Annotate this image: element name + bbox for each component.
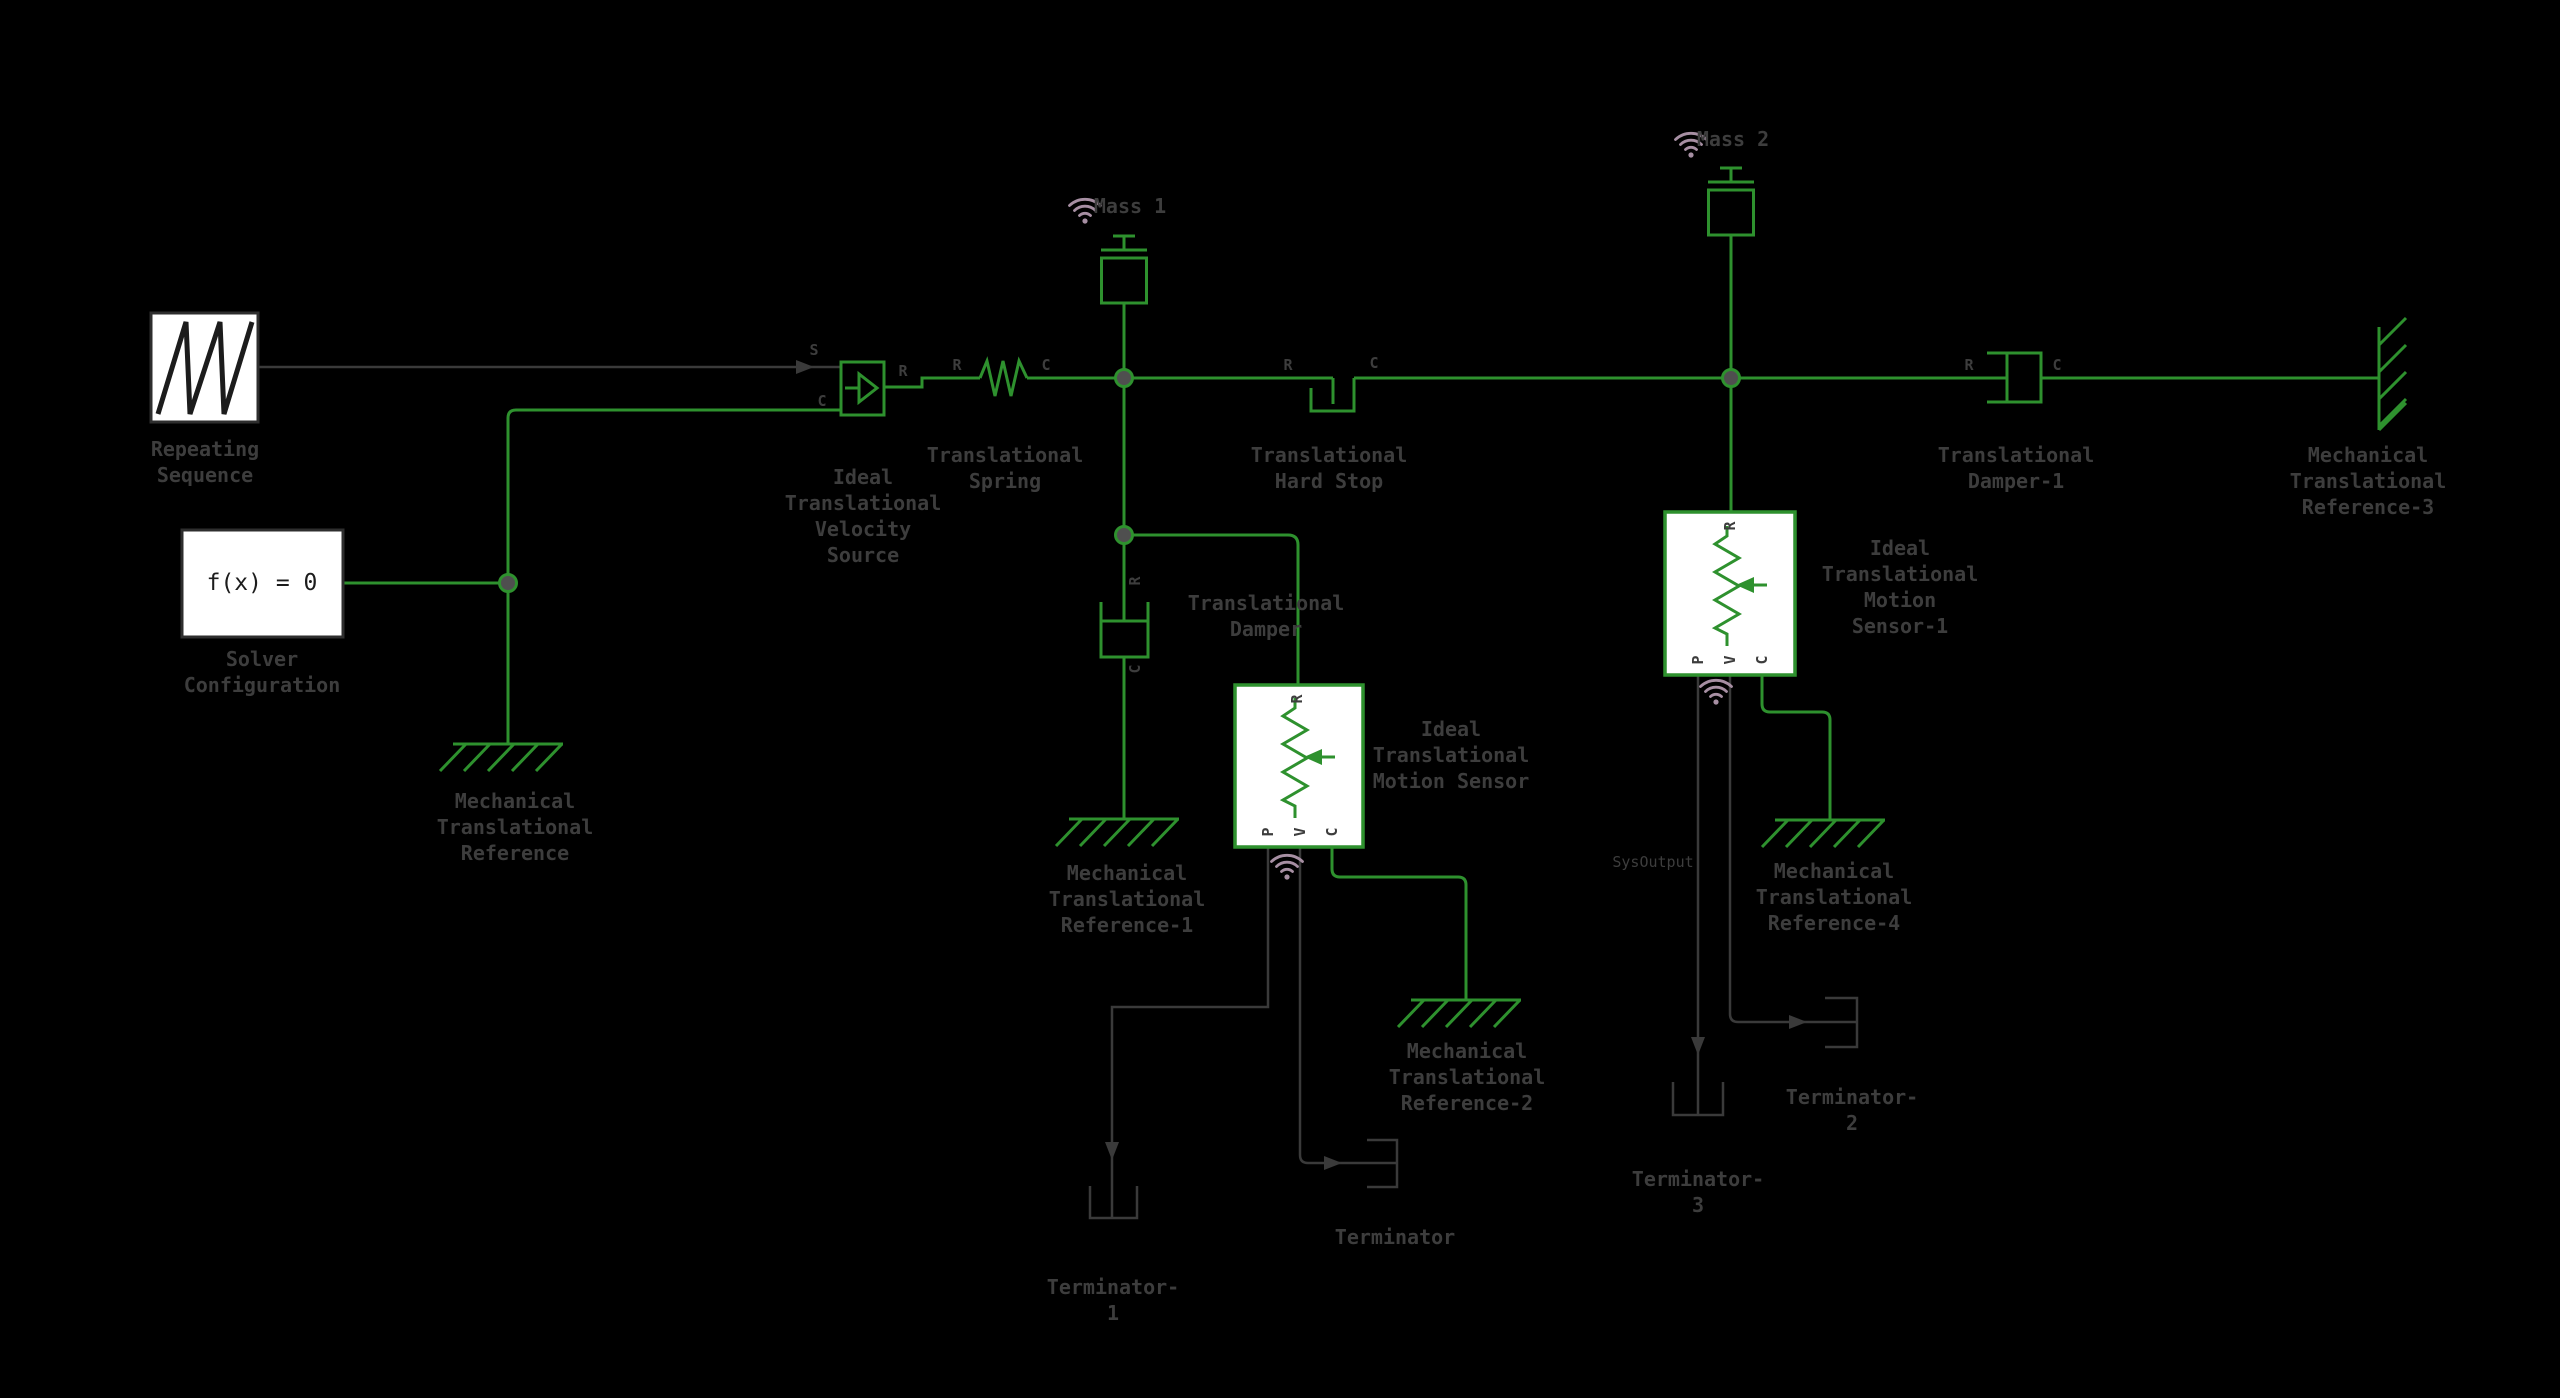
terminator-label[interactable]: Terminator xyxy=(1334,1225,1456,1249)
terminator3-block[interactable] xyxy=(1671,1082,1725,1117)
terminator2-block[interactable] xyxy=(1825,996,1859,1049)
motion-sensor1-block[interactable] xyxy=(1663,510,1797,677)
mass2-block[interactable] xyxy=(1706,166,1756,237)
repeating-sequence-block[interactable] xyxy=(149,311,260,424)
terminator-block[interactable] xyxy=(1367,1138,1399,1189)
signal-wire-sensor1-p-to-terminator3[interactable] xyxy=(1691,675,1705,1115)
spring-block[interactable] xyxy=(978,356,1029,397)
reference-block[interactable] xyxy=(438,742,565,773)
damper1-label[interactable]: Translational Damper-1 xyxy=(1937,443,2095,493)
damper-port-c: C xyxy=(1126,664,1144,674)
reference3-label[interactable]: Mechanical Translational Reference-3 xyxy=(2289,443,2447,519)
signal-wire-sensor1-v-to-terminator2[interactable] xyxy=(1728,675,1857,1029)
junction-damper-branch[interactable] xyxy=(1114,525,1134,545)
mass1-label[interactable]: Mass 1 xyxy=(1093,194,1167,218)
sensor1-port-p: P xyxy=(1689,655,1707,665)
spring-port-r: R xyxy=(952,356,962,374)
source-port-r: R xyxy=(898,362,908,380)
damper-port-r: R xyxy=(1126,576,1144,586)
reference1-label[interactable]: Mechanical Translational Reference-1 xyxy=(1048,861,1206,937)
source-port-s: S xyxy=(809,341,819,359)
mass1-block[interactable] xyxy=(1099,234,1149,305)
signal-wire-repeating-to-source[interactable] xyxy=(258,360,841,374)
damper-block[interactable] xyxy=(1099,535,1150,659)
solver-configuration-block[interactable] xyxy=(180,528,345,639)
wire-sensor1-c-to-reference4[interactable] xyxy=(1760,675,1832,820)
damper-label[interactable]: Translational Damper xyxy=(1187,591,1345,641)
velocity-source-label[interactable]: Ideal Translational Velocity Source xyxy=(784,465,942,567)
junction-solver[interactable] xyxy=(498,573,518,593)
repeating-sequence-label[interactable]: Repeating Sequence xyxy=(150,437,260,487)
solver-equation-text: f(x) = 0 xyxy=(206,570,318,596)
mass2-label[interactable]: Mass 2 xyxy=(1696,127,1770,151)
sensor1-port-c: C xyxy=(1753,655,1771,665)
motion-sensor-label[interactable]: Ideal Translational Motion Sensor xyxy=(1372,717,1530,793)
sensor-logging-wifi-icon[interactable] xyxy=(1270,853,1304,881)
spring-port-c: C xyxy=(1041,356,1051,374)
wire-source-c-to-reference[interactable] xyxy=(506,408,841,744)
terminator2-label[interactable]: Terminator- 2 xyxy=(1785,1085,1919,1135)
sensor1-port-v: V xyxy=(1721,655,1739,665)
wire-source-r-to-spring[interactable] xyxy=(884,376,980,389)
wire-branch-to-sensor-r[interactable] xyxy=(1124,533,1300,685)
terminator3-label[interactable]: Terminator- 3 xyxy=(1631,1167,1765,1217)
terminator1-label[interactable]: Terminator- 1 xyxy=(1046,1275,1180,1325)
sysoutput-signal-label[interactable]: SysOutput xyxy=(1612,853,1694,871)
junction-mass1[interactable] xyxy=(1114,368,1134,388)
terminator1-block[interactable] xyxy=(1088,1186,1139,1220)
sensor-port-p: P xyxy=(1259,827,1277,837)
reference2-label[interactable]: Mechanical Translational Reference-2 xyxy=(1388,1039,1546,1115)
hard-stop-label[interactable]: Translational Hard Stop xyxy=(1250,443,1408,493)
source-port-c: C xyxy=(817,392,827,410)
motion-sensor-block[interactable] xyxy=(1233,683,1365,849)
solver-configuration-label[interactable]: Solver Configuration xyxy=(183,647,341,697)
sensor-port-r: R xyxy=(1288,694,1306,704)
wire-sensor-c-to-reference2[interactable] xyxy=(1330,847,1468,1000)
signal-wire-sensor-p-to-terminator1[interactable] xyxy=(1105,847,1270,1218)
signal-wire-sensor-v-to-terminator[interactable] xyxy=(1298,847,1397,1170)
damper1-port-r: R xyxy=(1964,356,1974,374)
sensor-port-c: C xyxy=(1323,827,1341,837)
reference3-block[interactable] xyxy=(2377,316,2408,432)
sensor1-logging-wifi-icon[interactable] xyxy=(1699,678,1733,706)
sensor-port-v: V xyxy=(1291,827,1309,837)
reference4-block[interactable] xyxy=(1760,818,1887,849)
hardstop-port-r: R xyxy=(1283,356,1293,374)
hardstop-block[interactable] xyxy=(1309,378,1356,413)
hardstop-port-c: C xyxy=(1369,354,1379,372)
reference2-block[interactable] xyxy=(1396,998,1523,1029)
damper1-port-c: C xyxy=(2052,356,2062,374)
reference4-label[interactable]: Mechanical Translational Reference-4 xyxy=(1755,859,1913,935)
sensor1-port-r: R xyxy=(1721,521,1739,531)
motion-sensor1-label[interactable]: Ideal Translational Motion Sensor-1 xyxy=(1821,536,1979,638)
velocity-source-block[interactable] xyxy=(839,360,886,417)
reference1-block[interactable] xyxy=(1054,817,1181,848)
spring-label[interactable]: Translational Spring xyxy=(926,443,1084,493)
reference-label[interactable]: Mechanical Translational Reference xyxy=(436,789,594,865)
junction-mass2[interactable] xyxy=(1721,368,1741,388)
